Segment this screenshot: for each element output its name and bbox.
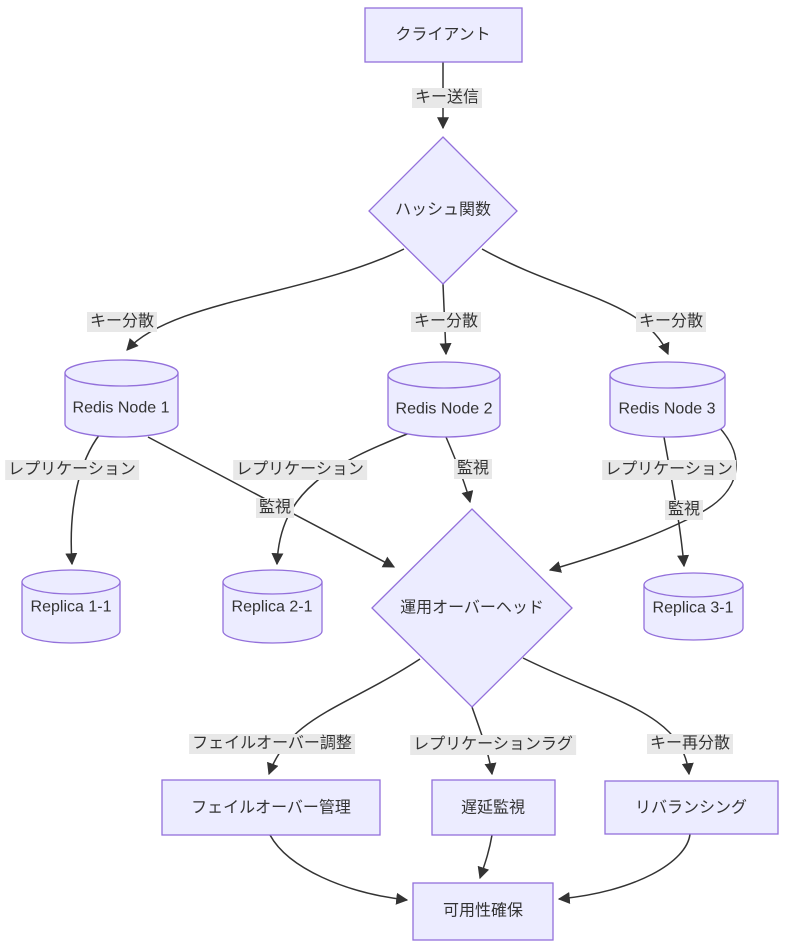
- edge-overhead-rebalance: [522, 657, 694, 776]
- edge-label-monitor-2: 監視: [453, 459, 493, 479]
- node-shapes: [21, 7, 779, 941]
- edge-label-key-redistribute: キー再分散: [646, 734, 734, 754]
- node-rebalance-label: リバランシング: [634, 799, 748, 817]
- edge-overhead-failover: [267, 658, 421, 776]
- node-client-shape: [364, 7, 523, 63]
- node-hash-shape: [368, 136, 518, 285]
- edge-rebalance-availability: [557, 833, 691, 904]
- node-availability-label: 可用性確保: [442, 902, 524, 920]
- node-replica11-top: [21, 569, 121, 595]
- node-overhead-label: 運用オーバーヘッド: [400, 599, 544, 617]
- node-redis2-shape: [387, 374, 501, 438]
- node-replica11-label: Replica 1-1: [30, 598, 112, 616]
- edge-redis3-overhead: [548, 425, 737, 573]
- edge-hash-redis1: [126, 248, 405, 351]
- node-client-label: クライアント: [395, 26, 491, 44]
- node-failover-shape: [161, 779, 381, 836]
- edge-label-replication-1: レプリケーション: [5, 460, 139, 480]
- edge-redis3-replica31: [663, 436, 690, 568]
- node-replica21-shape: [222, 581, 323, 644]
- node-redis2-label: Redis Node 2: [395, 400, 493, 418]
- node-redis3-top: [609, 361, 726, 389]
- edge-label-replication-lag: レプリケーションラグ: [410, 735, 576, 755]
- node-redis3-shape: [609, 374, 726, 438]
- node-overhead-shape: [371, 508, 573, 708]
- edge-label-key-dist-2: キー分散: [410, 312, 482, 332]
- node-replica11-shape: [21, 581, 121, 644]
- edge-hash-redis3: [481, 248, 670, 356]
- node-rebalance-shape: [604, 780, 779, 835]
- node-redis3-label: Redis Node 3: [618, 400, 716, 418]
- edge-label-monitor-1: 監視: [255, 498, 295, 518]
- node-availability-shape: [412, 882, 554, 941]
- edge-label-replication-3: レプリケーション: [602, 460, 736, 480]
- edge-latency-availability: [477, 834, 493, 880]
- edge-label-failover-adjust: フェイルオーバー調整: [189, 734, 355, 754]
- edge-failover-availability: [269, 834, 409, 905]
- edge-label-replication-2: レプリケーション: [233, 460, 367, 480]
- node-replica21-top: [222, 569, 323, 595]
- node-latency-shape: [431, 779, 556, 836]
- node-redis1-top: [64, 359, 179, 387]
- edge-label-key-dist-1: キー分散: [86, 312, 158, 332]
- node-latency-label: 遅延監視: [460, 799, 526, 817]
- node-replica21-label: Replica 2-1: [231, 598, 313, 616]
- node-replica31-top: [643, 572, 744, 598]
- node-hash-label: ハッシュ関数: [394, 201, 492, 219]
- node-replica31-label: Replica 3-1: [652, 599, 734, 617]
- edge-redis2-replica21: [271, 431, 413, 566]
- edge-label-key-dist-3: キー分散: [635, 312, 707, 332]
- edge-redis1-replica11: [65, 433, 101, 566]
- node-failover-label: フェイルオーバー管理: [191, 799, 351, 817]
- node-redis1-shape: [64, 372, 179, 438]
- node-redis2-top: [387, 361, 501, 389]
- edge-label-key-send: キー送信: [411, 88, 483, 108]
- node-replica31-shape: [643, 584, 744, 641]
- edge-label-monitor-3: 監視: [664, 500, 704, 520]
- node-redis1-label: Redis Node 1: [72, 399, 170, 417]
